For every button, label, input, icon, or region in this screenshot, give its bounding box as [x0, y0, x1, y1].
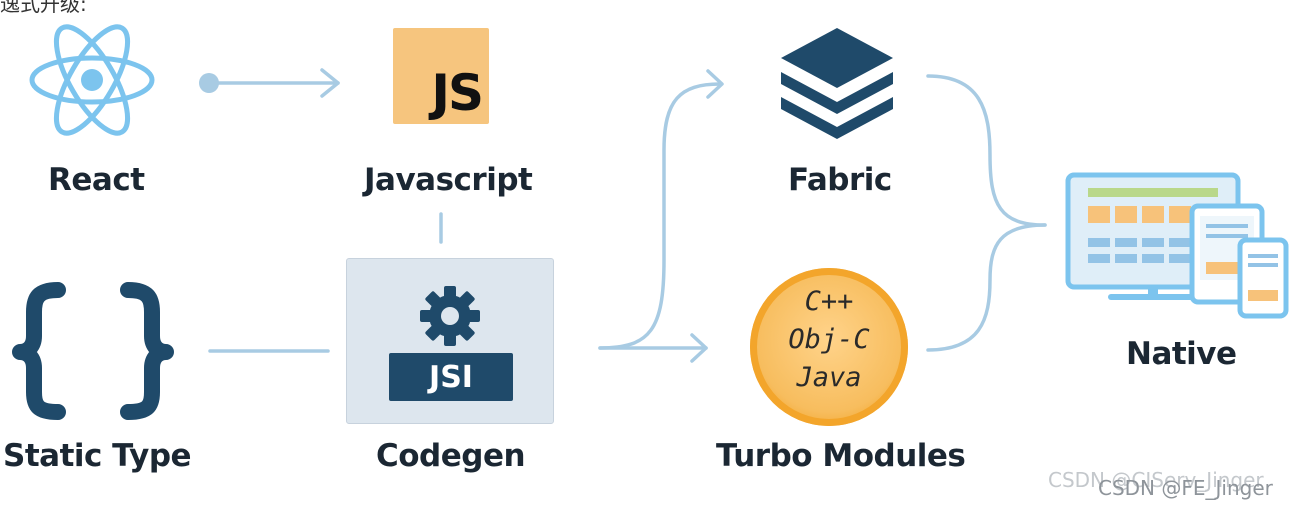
connectors [207, 68, 1047, 363]
language-cpp: C++ [804, 286, 854, 317]
codegen-to-turbo-arrowhead [690, 333, 708, 363]
react-connector-dot [199, 73, 219, 93]
native-label: Native [1126, 336, 1237, 372]
turbo-modules-label: Turbo Modules [716, 438, 966, 474]
language-java: Java [796, 362, 862, 393]
devices-icon [1065, 172, 1289, 319]
jsi-box: JSI [389, 353, 513, 401]
turbo-to-native-path [926, 223, 1047, 352]
cropped-header-text: 逸式升级: [0, 0, 87, 16]
static-type-label: Static Type [3, 438, 192, 474]
watermark-back: CSDN @CIServ_Jinger [1048, 468, 1264, 492]
react-label: React [48, 162, 145, 198]
language-objc: Obj-C [788, 324, 870, 355]
codegen-box: JSI [346, 258, 554, 424]
js-logo-icon: JS [393, 28, 489, 124]
fabric-label: Fabric [788, 162, 892, 198]
react-atom-icon [29, 24, 155, 136]
react-to-js-arrowhead [320, 68, 340, 98]
layers-stack-icon [781, 28, 893, 139]
curly-braces-icon [12, 282, 174, 420]
turbo-modules-icon: C++ Obj-C Java [750, 268, 908, 426]
codegen-to-fabric-path [598, 82, 722, 350]
javascript-label: Javascript [364, 162, 533, 198]
fabric-to-native-path [926, 74, 1047, 227]
js-logo-text: JS [431, 64, 484, 122]
gear-icon [420, 286, 480, 346]
watermark-front: CSDN @FE_Jinger [1098, 476, 1273, 500]
codegen-to-fabric-arrowhead [706, 69, 724, 99]
codegen-label: Codegen [376, 438, 526, 474]
